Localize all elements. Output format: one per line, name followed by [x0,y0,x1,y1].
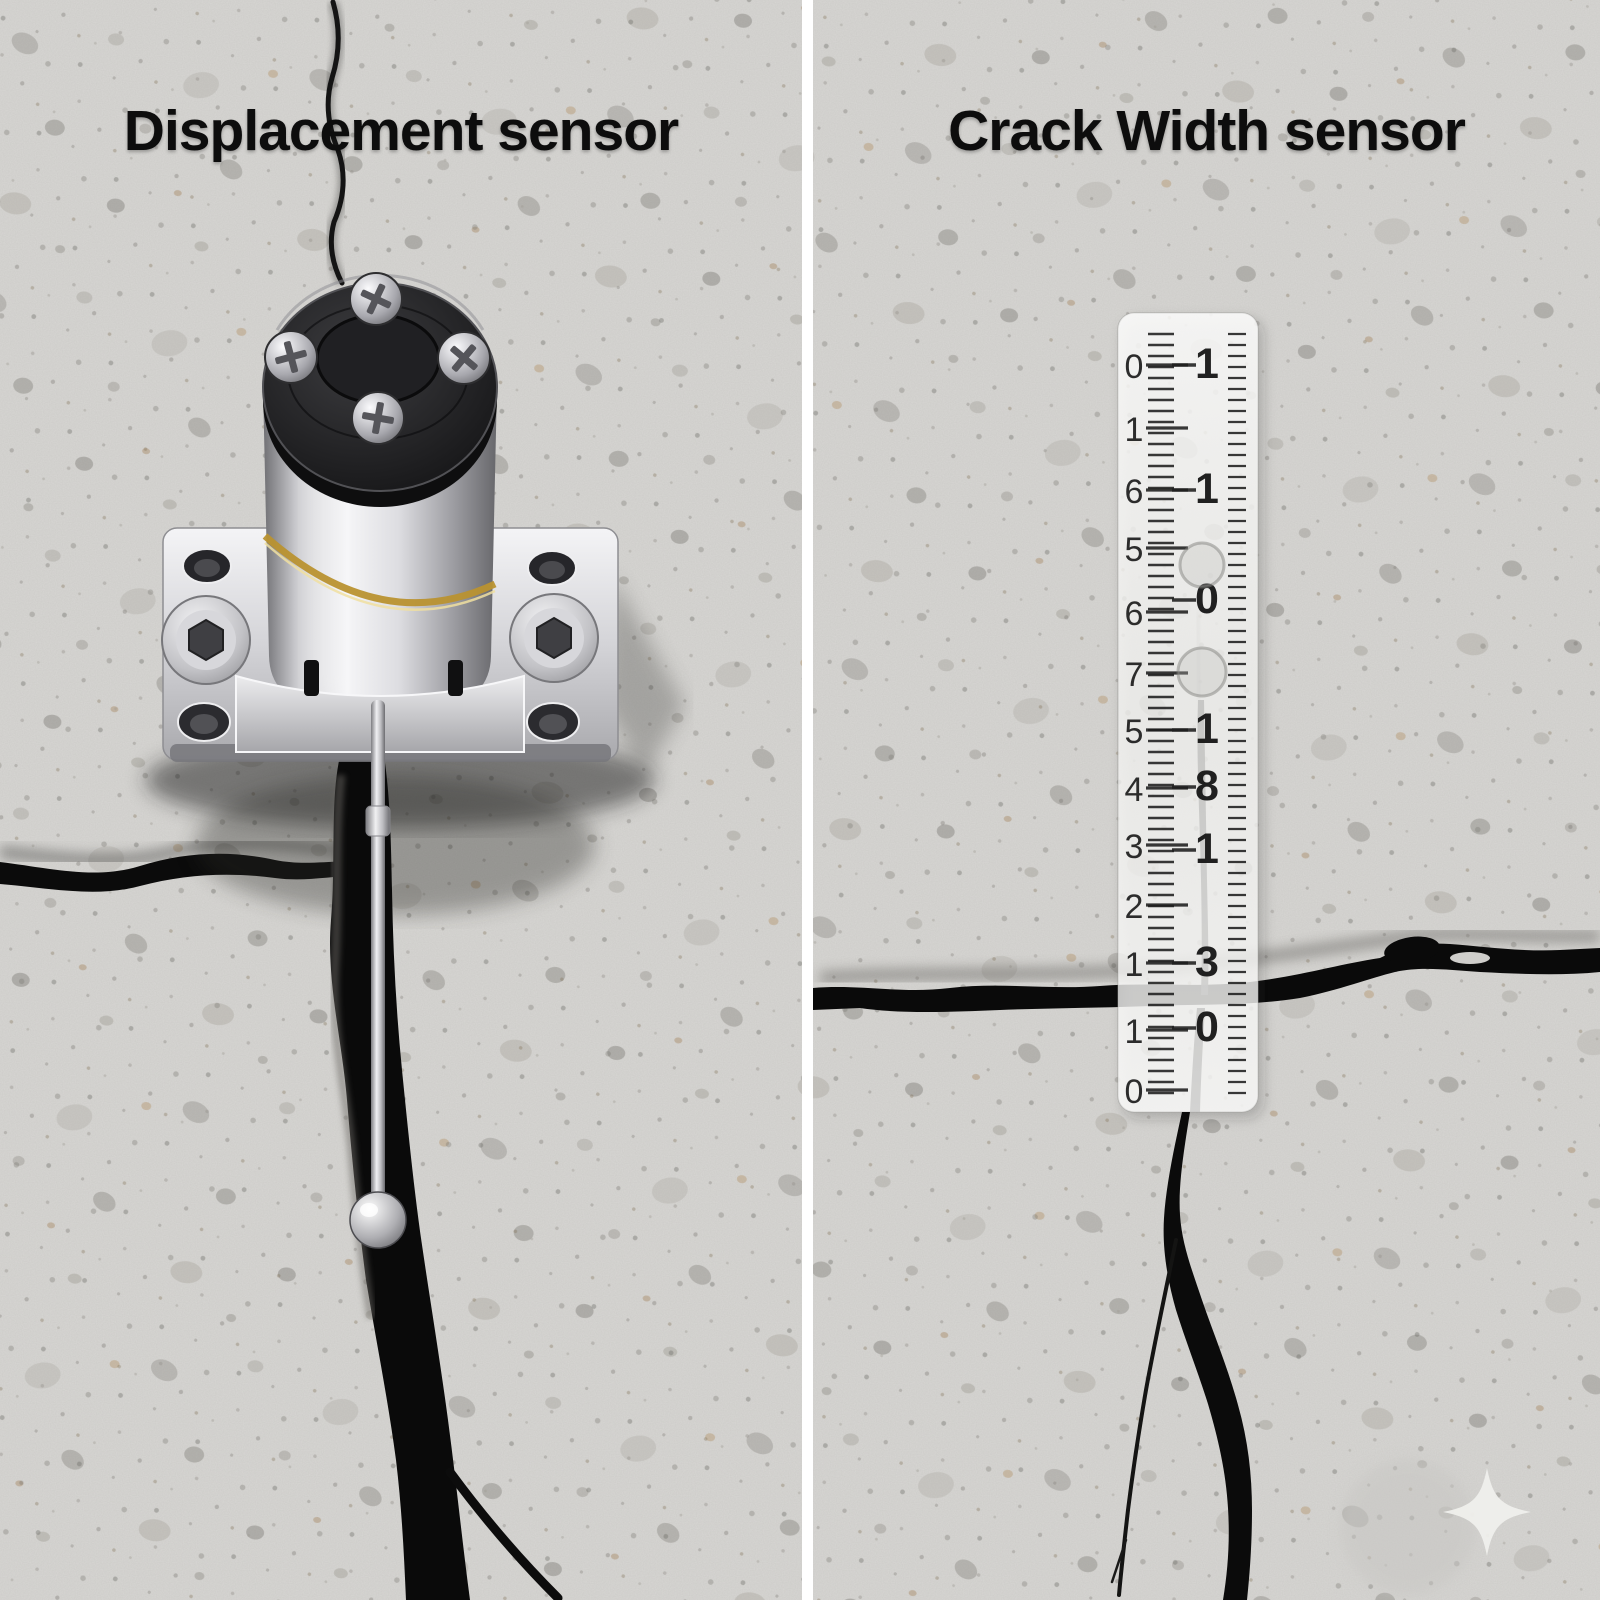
gold-band-highlight [264,542,496,611]
cap-inner-disc [315,313,441,405]
panel-divider [802,0,813,1600]
bolt-hole-inner [539,561,565,579]
ruler-number: 1 [1195,465,1219,513]
concrete-stain [1340,1459,1476,1595]
ruler-number: 5 [1125,531,1144,569]
crack-fork [1110,1538,1128,1584]
saddle-slot-right [448,660,463,696]
cap-screw-icon [349,272,403,326]
sparkle-icon [1443,1468,1531,1556]
ruler-number: 5 [1125,713,1144,751]
ruler-number: 0 [1125,348,1144,386]
ruler-number: 8 [1195,762,1219,810]
cap-screw-icon [351,391,405,445]
gauge-tick-marks [1146,332,1246,1095]
saddle-slot-left [304,660,319,696]
crack-vertical-top-left [325,0,346,286]
bracket-cast-shadow-lower [195,775,595,915]
probe-rod [371,700,385,1200]
gauge-sheen [1118,313,1258,1112]
displacement-sensor-device [161,272,619,1249]
ruler-number: 1 [1195,825,1219,873]
ruler-number: 3 [1195,938,1219,986]
ruler-number: 1 [1195,705,1219,753]
bolt-hole-inner [194,559,220,577]
ruler-number: 4 [1125,771,1144,809]
crack-island [1450,952,1490,964]
hex-socket-bolt-left [161,595,251,685]
hex-socket-bolt-right [509,593,599,683]
crack-below-gauge-main [1163,1112,1252,1600]
gauge-bubbles [1176,541,1228,698]
ruler-number: 2 [1125,888,1144,926]
ruler-number: 1 [1125,1013,1144,1051]
probe-ball-highlight [360,1203,378,1217]
flange-hardware [161,548,599,742]
crack-main-gash-left [330,756,470,1600]
bolt-hole-inner [190,714,218,734]
bracket-cast-shadow-right [600,575,685,775]
ruler-number: 0 [1195,1003,1219,1051]
gold-band [262,533,497,607]
ruler-number: 0 [1125,1073,1144,1111]
left-panel-title: Displacement sensor [123,99,679,163]
cap-screw-icon [264,330,318,384]
ruler-number: 1 [1195,340,1219,388]
ruler-number: 1 [1125,946,1144,984]
crack-branch-bottom-right-left-panel [445,1467,563,1600]
ruler-number: 6 [1125,595,1144,633]
ruler-number: 7 [1125,656,1144,694]
right-panel-title: Crack Width sensor [948,99,1466,163]
air-bubble [1178,541,1226,589]
ruler-number: 6 [1125,473,1144,511]
air-bubble [1176,646,1228,698]
left-panel [0,0,802,1600]
ruler-number: 1 [1125,411,1144,449]
ruler-number: 3 [1125,828,1144,866]
cap-screws [264,272,491,445]
probe-rod-collar [365,805,391,837]
probe-ball-tip [349,1191,407,1249]
crack-knot [1384,936,1440,964]
bolt-hole-inner [539,714,567,734]
cap-screw-icon [437,331,491,385]
